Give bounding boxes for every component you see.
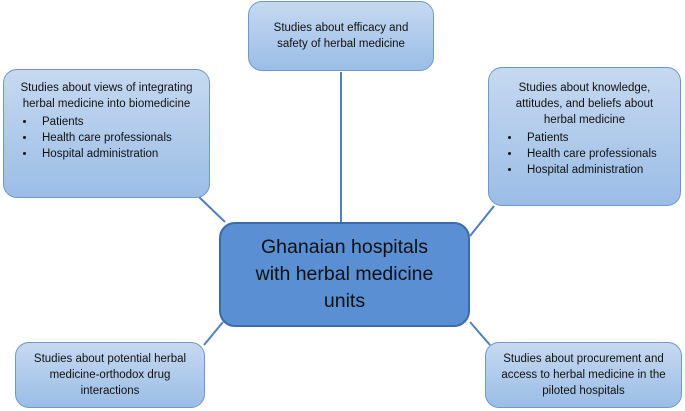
node-integration-views-title: Studies about views of integrating herba… [20,82,193,110]
node-procurement-access-title: Studies about procurement and access to … [501,353,666,397]
node-efficacy-safety-title: Studies about efficacy and safety of her… [273,22,409,50]
list-item: Health care professionals [36,130,199,146]
center-node: Ghanaian hospitals with herbal medicine … [219,222,470,327]
node-efficacy-safety: Studies about efficacy and safety of her… [248,1,434,71]
node-knowledge-attitudes-title: Studies about knowledge, attitudes, and … [515,82,654,126]
connector-right [469,205,495,237]
list-item: Health care professionals [521,146,670,162]
list-item: Patients [521,130,670,146]
list-item: Hospital administration [36,146,199,162]
connector-bottom-right [469,321,491,346]
node-knowledge-attitudes: Studies about knowledge, attitudes, and … [488,67,681,206]
node-integration-views: Studies about views of integrating herba… [3,69,210,198]
node-knowledge-attitudes-list: Patients Health care professionals Hospi… [499,130,670,178]
list-item: Hospital administration [521,162,670,178]
node-integration-views-list: Patients Health care professionals Hospi… [14,114,199,162]
list-item: Patients [36,114,199,130]
node-procurement-access: Studies about procurement and access to … [485,342,682,408]
node-drug-interactions: Studies about potential herbal medicine-… [15,342,205,408]
connector-left [198,196,226,223]
connector-bottom-left [203,321,224,346]
center-node-label: Ghanaian hospitals with herbal medicine … [255,236,434,312]
node-drug-interactions-title: Studies about potential herbal medicine-… [33,353,187,397]
